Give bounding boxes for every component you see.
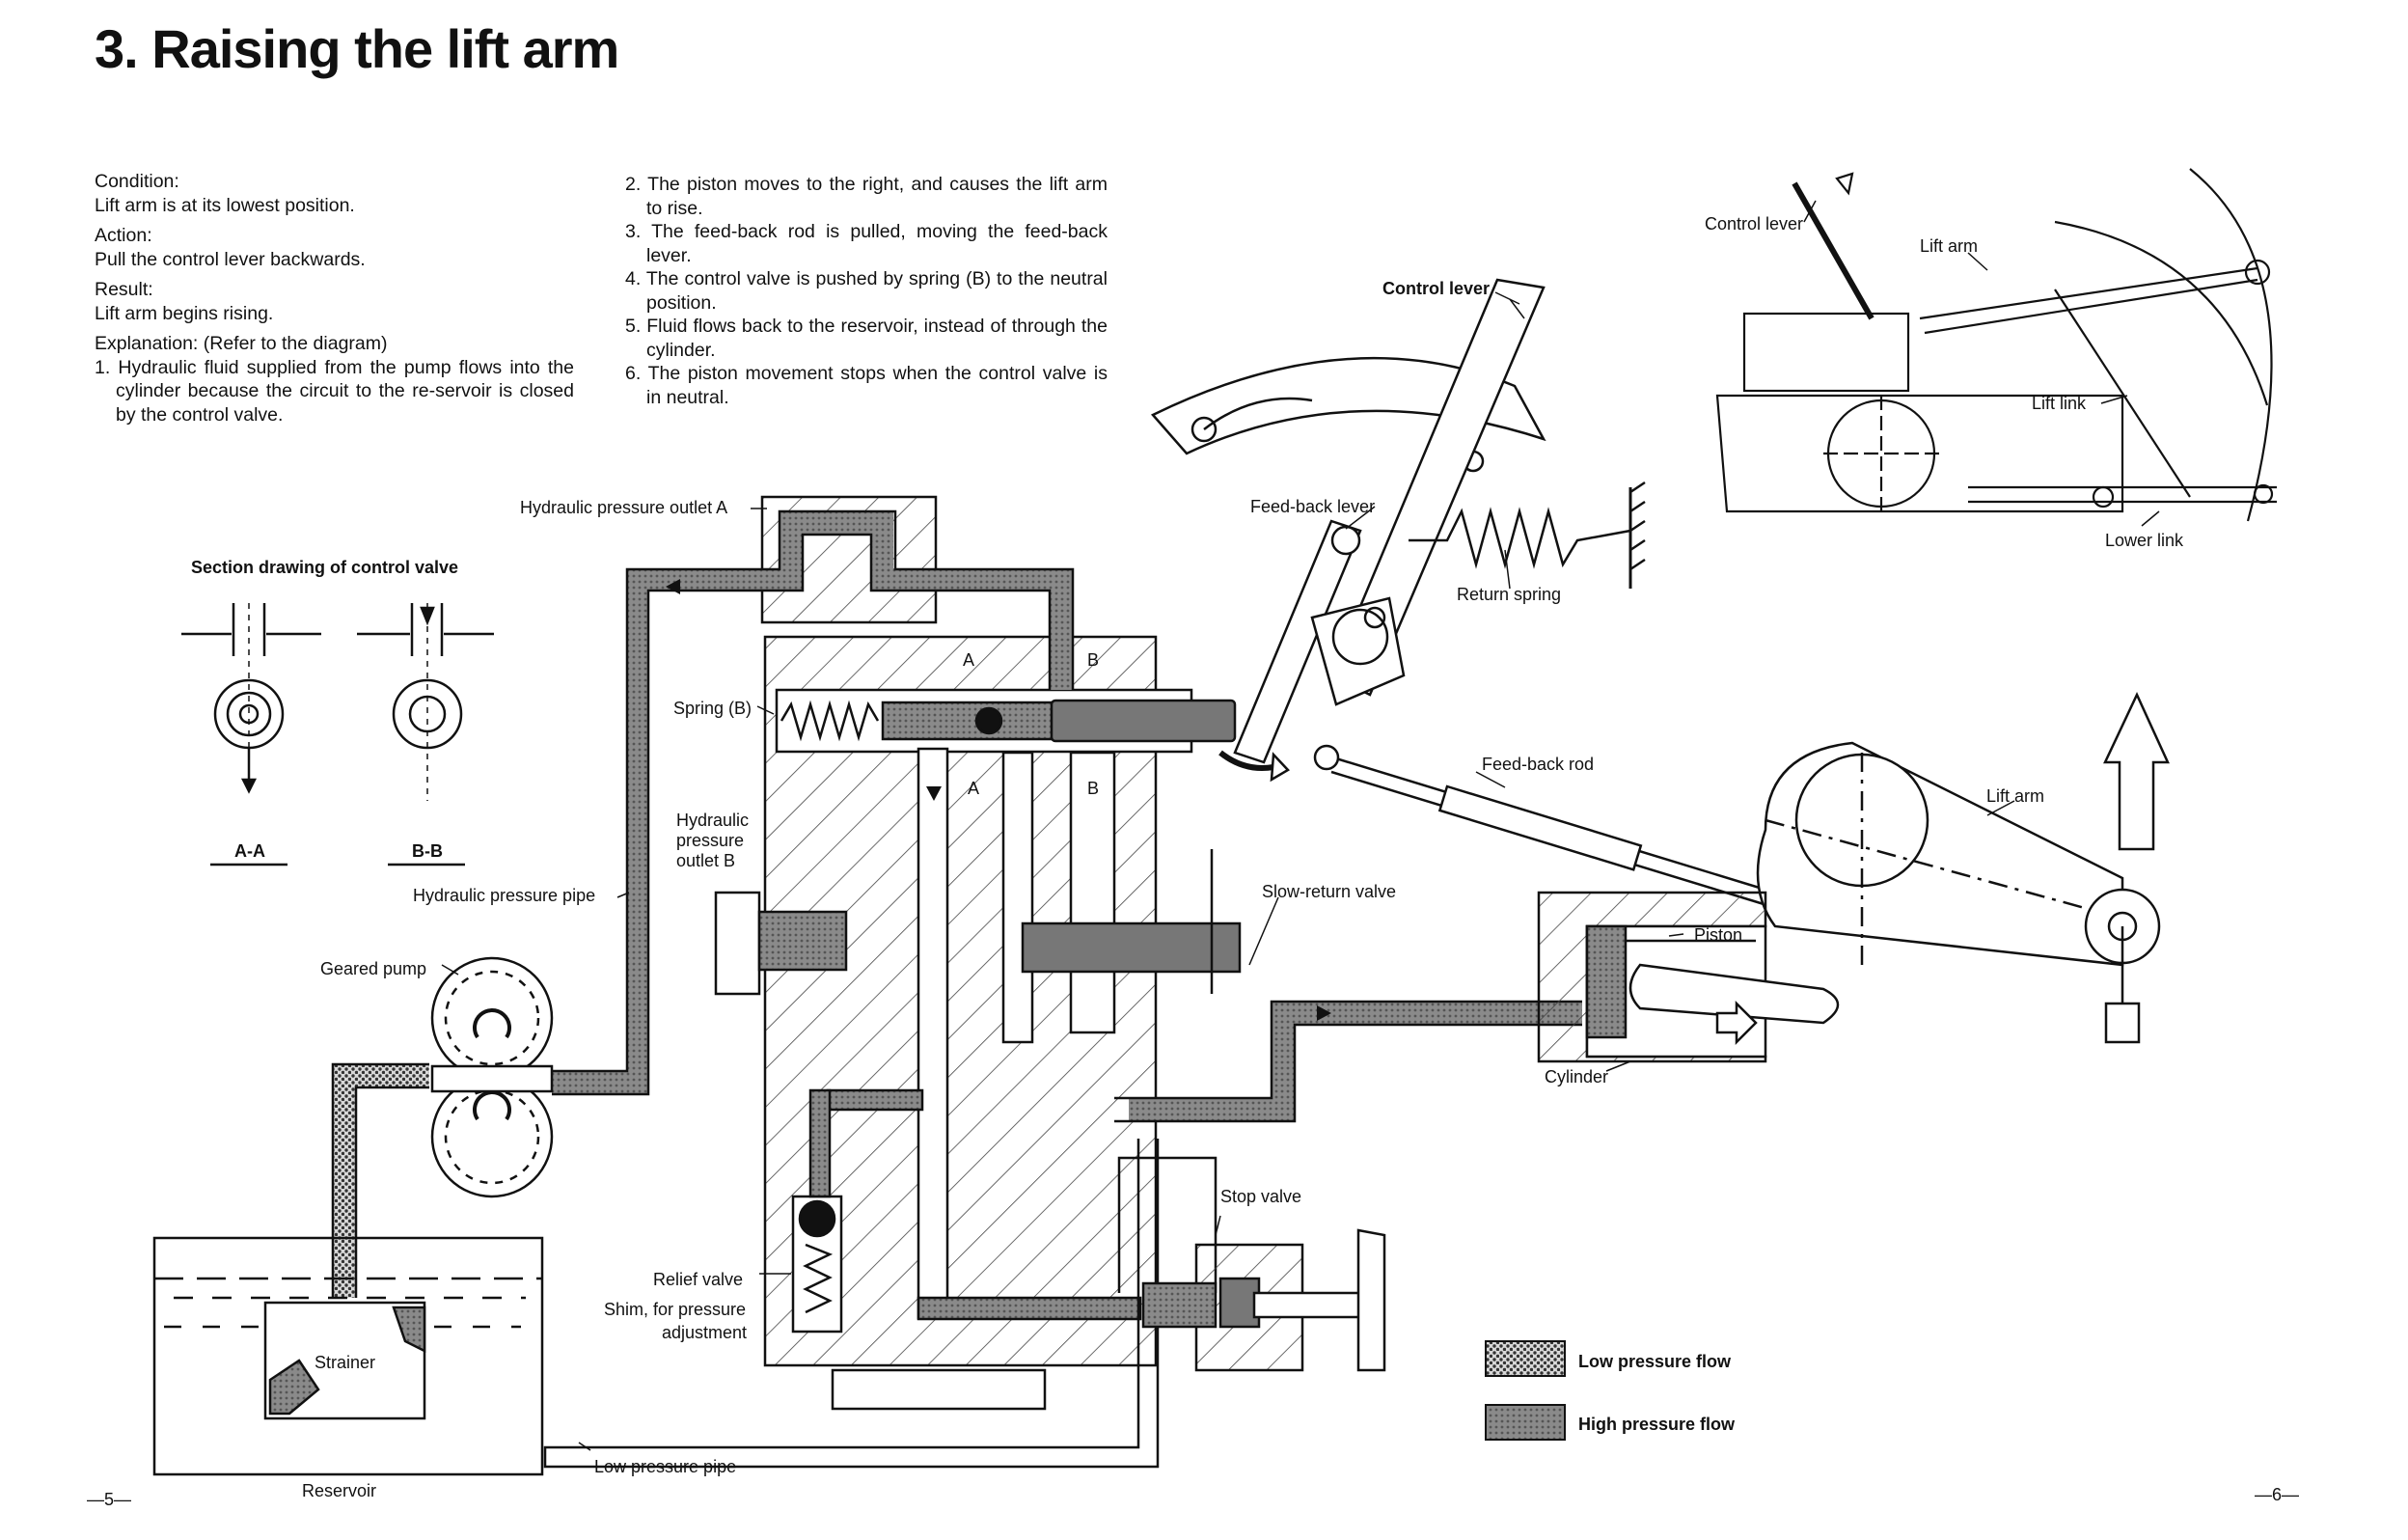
label-lift-arm: Lift arm	[1986, 786, 2044, 806]
label-feedback-rod: Feed-back rod	[1482, 755, 1594, 774]
text-column-right: 2. The piston moves to the right, and ca…	[625, 173, 1108, 409]
leader-lines	[441, 200, 2160, 1451]
label-pressure-pipe: Hydraulic pressure pipe	[413, 886, 595, 905]
label-outlet-b-2: pressure	[676, 831, 744, 850]
control-lever-assembly	[1150, 278, 1792, 909]
label-outlet-b-1: Hydraulic	[676, 811, 749, 830]
label-shim-1: Shim, for pressure	[604, 1300, 746, 1319]
legend-low-swatch	[1485, 1340, 1566, 1377]
label-cylinder: Cylinder	[1545, 1067, 1608, 1086]
section-bb-label: B-B	[412, 841, 443, 861]
label-marker-b-upper: B	[1087, 650, 1099, 670]
label-lower-link: Lower link	[2105, 531, 2184, 550]
label-shim-2: adjustment	[662, 1323, 747, 1342]
condition-text: Lift arm is at its lowest position.	[95, 194, 355, 216]
label-outlet-b-3: outlet B	[676, 851, 735, 870]
label-control-lever-top: Control lever	[1705, 214, 1803, 234]
geared-pump	[430, 956, 554, 1198]
label-piston: Piston	[1694, 925, 1742, 945]
action-heading: Action:	[95, 225, 152, 246]
label-spring-b: Spring (B)	[673, 699, 752, 718]
result-text: Lift arm begins rising.	[95, 302, 274, 324]
legend-high-swatch	[1485, 1404, 1566, 1441]
step-1-text: 1. Hydraulic fluid supplied from the pum…	[95, 356, 574, 426]
label-marker-b-lower: B	[1087, 779, 1099, 798]
label-relief-valve: Relief valve	[653, 1270, 743, 1289]
label-reservoir: Reservoir	[302, 1481, 376, 1500]
valve-body	[714, 495, 1242, 1411]
reservoir	[152, 1236, 544, 1476]
diagram-labels: Hydraulic pressure outlet A Spring (B) H…	[87, 214, 2299, 1509]
legend: Low pressure flow High pressure flow	[1485, 1340, 1736, 1441]
section-aa-label: A-A	[234, 841, 265, 861]
step-2-text: 2. The piston moves to the right, and ca…	[625, 174, 1108, 219]
label-low-pressure-pipe: Low pressure pipe	[594, 1457, 736, 1476]
page-number-left: —5—	[87, 1490, 131, 1509]
legend-low-label: Low pressure flow	[1578, 1352, 1732, 1371]
legend-high-label: High pressure flow	[1578, 1415, 1736, 1434]
label-outlet-a: Hydraulic pressure outlet A	[520, 498, 727, 517]
page-title: 3. Raising the lift arm	[95, 18, 619, 79]
label-lift-arm-top: Lift arm	[1920, 236, 1978, 256]
label-marker-a-lower: A	[968, 779, 979, 798]
condition-heading: Condition:	[95, 171, 179, 192]
tractor-sketch	[1715, 168, 2277, 522]
text-column-left: Condition: Lift arm is at its lowest pos…	[95, 170, 574, 426]
cylinder-assembly	[1537, 891, 1840, 1063]
section-drawings: Section drawing of control valve A-A B-B	[181, 558, 494, 866]
label-marker-a-upper: A	[963, 650, 974, 670]
step-3-text: 3. The feed-back rod is pulled, moving t…	[625, 221, 1108, 266]
section-drawing-label: Section drawing of control valve	[191, 558, 458, 577]
label-control-lever: Control lever	[1382, 279, 1490, 298]
label-stop-valve: Stop valve	[1220, 1187, 1301, 1206]
label-strainer: Strainer	[315, 1353, 375, 1372]
label-slow-return-valve: Slow-return valve	[1262, 882, 1396, 901]
step-4-text: 4. The control valve is pushed by spring…	[625, 268, 1108, 314]
explanation-heading: Explanation: (Refer to the diagram)	[95, 333, 388, 354]
step-5-text: 5. Fluid flows back to the reservoir, in…	[625, 316, 1108, 361]
label-feedback-lever: Feed-back lever	[1250, 497, 1375, 516]
label-geared-pump: Geared pump	[320, 959, 426, 978]
lift-arm-assembly	[1756, 692, 2170, 1044]
step-6-text: 6. The piston movement stops when the co…	[625, 363, 1108, 408]
result-heading: Result:	[95, 279, 153, 300]
stop-valve	[1141, 1228, 1386, 1372]
pipes	[331, 509, 1582, 1469]
label-return-spring: Return spring	[1457, 585, 1561, 604]
action-text: Pull the control lever backwards.	[95, 248, 366, 270]
page-number-right: —6—	[2255, 1485, 2299, 1504]
label-lift-link: Lift link	[2032, 394, 2087, 413]
